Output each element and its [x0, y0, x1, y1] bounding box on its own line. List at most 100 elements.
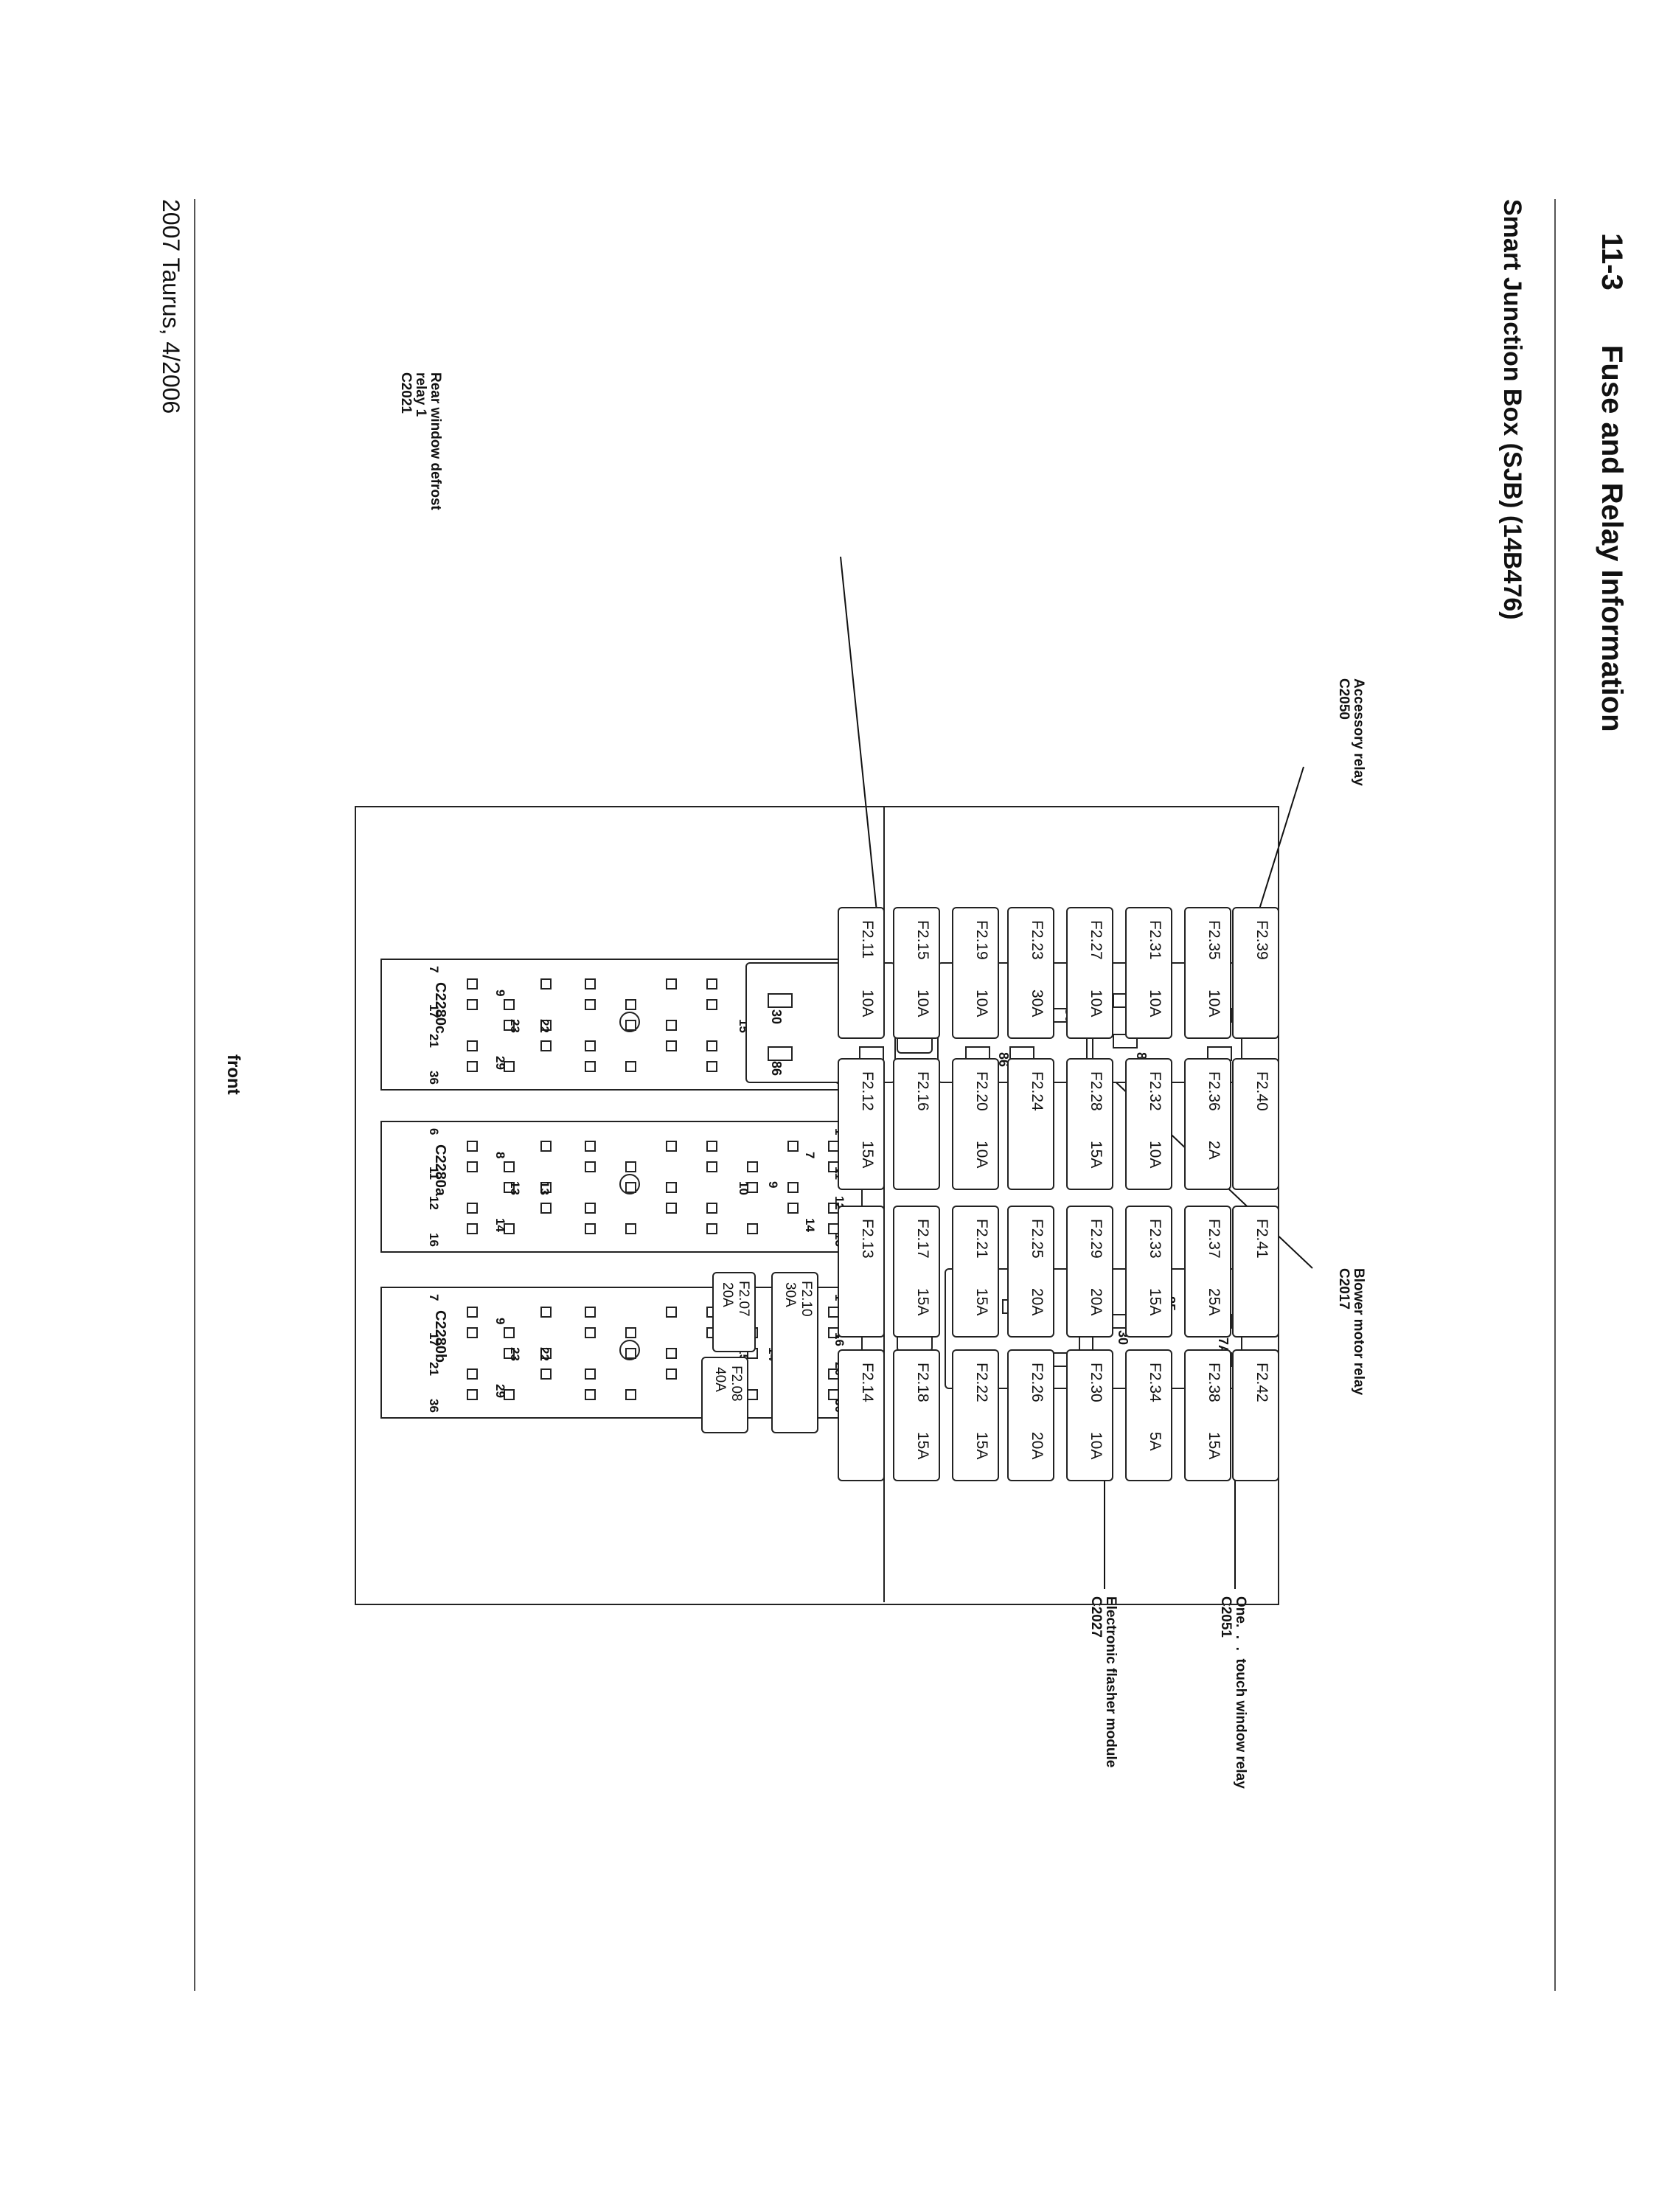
- connector-pin: [787, 1203, 799, 1214]
- connector-pin-number: 14: [493, 1218, 507, 1232]
- fuse-F2-40: F2.40: [1232, 1058, 1279, 1190]
- fuse-id: F2.26: [1029, 1363, 1046, 1402]
- connector-pin: [625, 1223, 636, 1234]
- connector-pin: [666, 1348, 677, 1359]
- connector-pin: [747, 1223, 758, 1234]
- fuse-id: F2.33: [1147, 1219, 1164, 1259]
- connector-pin-number: 9: [493, 990, 507, 997]
- fuse-F2-30: F2.30 10A: [1066, 1349, 1113, 1481]
- fuse-amp: 15A: [973, 1288, 990, 1316]
- connector-pin: [585, 1141, 596, 1152]
- fuse-amp: 20A: [1029, 1288, 1046, 1316]
- connector-pin: [585, 1327, 596, 1338]
- connector-pin-number: 36: [427, 1071, 441, 1085]
- fuse-id: F2.32: [1147, 1071, 1164, 1111]
- connector-pin: [706, 1141, 717, 1152]
- connector-pin-number: 10: [737, 1181, 751, 1195]
- connector-pin: [666, 1040, 677, 1051]
- fuse-id: F2.10: [799, 1281, 814, 1317]
- connector-pin: [747, 1161, 758, 1172]
- connector-pin: [706, 1061, 717, 1072]
- connector-pin: [540, 978, 552, 990]
- connector-pin: [625, 1161, 636, 1172]
- fuse-id: F2.41: [1253, 1219, 1270, 1259]
- connector-pin: [625, 1327, 636, 1338]
- connector-pin: [504, 1161, 515, 1172]
- relay-pin-label: 86: [769, 1061, 784, 1077]
- connector-pin: [585, 978, 596, 990]
- connector-pin: [747, 1389, 758, 1400]
- connector-pin: [467, 978, 478, 990]
- fuse-id: F2.25: [1029, 1219, 1046, 1259]
- fuse-amp: 40A: [712, 1367, 728, 1392]
- fuse-id: F2.36: [1206, 1071, 1222, 1111]
- connector-pin: [585, 1223, 596, 1234]
- fuse-F2-13: F2.13: [838, 1206, 885, 1338]
- connector-pin: [585, 1161, 596, 1172]
- fuse-amp: 10A: [1088, 1432, 1105, 1460]
- fuse-id: F2.29: [1088, 1219, 1105, 1259]
- connector-pin: [787, 1182, 799, 1193]
- connector-pin-number: 22: [538, 1019, 552, 1033]
- fuse-amp: 10A: [859, 990, 876, 1018]
- relay-pin: [768, 1046, 793, 1061]
- fuse-F2-14: F2.14: [838, 1349, 885, 1481]
- connector-pin: [706, 1223, 717, 1234]
- connector-pin: [540, 1040, 552, 1051]
- fuse-amp: 15A: [1206, 1432, 1222, 1460]
- connector-pin: [585, 1203, 596, 1214]
- connector-pin: [467, 1327, 478, 1338]
- fuse-F2-41: F2.41: [1232, 1206, 1279, 1338]
- fuse-F2-39: F2.39: [1232, 907, 1279, 1039]
- connector-key-circle: [619, 1340, 640, 1360]
- fuse-amp: 20A: [720, 1282, 735, 1307]
- sjb-connector-divider: [358, 806, 885, 807]
- connector-pin-number: 29: [493, 1384, 507, 1398]
- connector-pin: [787, 1141, 799, 1152]
- fuse-amp: 10A: [914, 990, 931, 1018]
- connector-pin-number: 8: [493, 1152, 507, 1159]
- connector-pin: [467, 1040, 478, 1051]
- fuse-id: F2.30: [1088, 1363, 1105, 1402]
- connector-pin-number: 13: [538, 1181, 552, 1195]
- fuse-id: F2.40: [1253, 1071, 1270, 1111]
- connector-pin-number: 21: [427, 1034, 441, 1048]
- fuse-id: F2.35: [1206, 920, 1222, 960]
- connector-pin-number: 17: [427, 1332, 441, 1346]
- fuse-id: F2.11: [859, 920, 876, 959]
- connector-pin: [540, 1141, 552, 1152]
- fuse-amp: 15A: [859, 1141, 876, 1169]
- leader-rear-defrost: [840, 556, 882, 956]
- relay-pin: [768, 993, 793, 1008]
- connector-pin: [585, 1040, 596, 1051]
- fuse-amp: 15A: [1088, 1141, 1105, 1169]
- fuse-amp: 30A: [1029, 990, 1046, 1018]
- fuse-id: F2.16: [914, 1071, 931, 1111]
- connector-pin: [540, 1307, 552, 1318]
- fuse-amp: 15A: [914, 1288, 931, 1316]
- fuse-amp: 10A: [1147, 1141, 1164, 1169]
- fuse-id: F2.18: [914, 1363, 931, 1402]
- fuse-id: F2.27: [1088, 920, 1105, 960]
- fuse-F2-42: F2.42: [1232, 1349, 1279, 1481]
- fuse-amp: 2A: [1206, 1141, 1222, 1160]
- fuse-id: F2.42: [1253, 1363, 1270, 1402]
- connector-pin: [540, 1368, 552, 1380]
- fuse-id: F2.14: [859, 1363, 876, 1402]
- connector-pin: [706, 1040, 717, 1051]
